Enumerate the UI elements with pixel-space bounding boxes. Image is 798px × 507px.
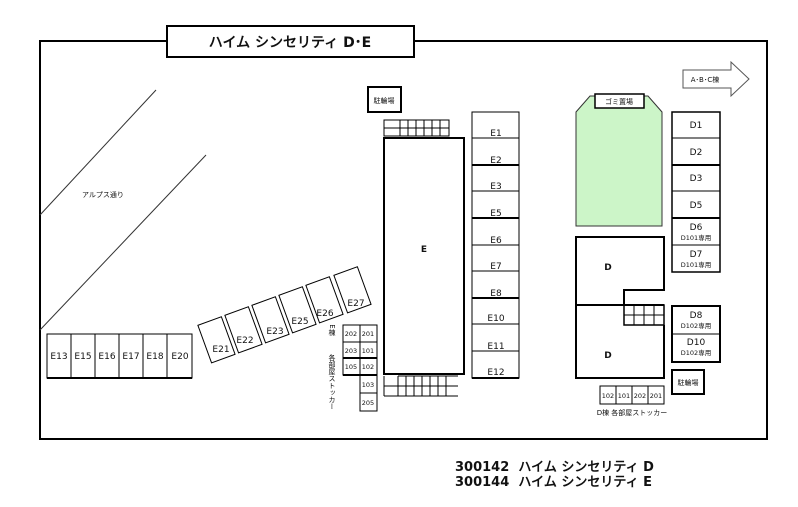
bicycle-parking-d: 駐輪場 [671,369,705,395]
parking-space: E5 [490,209,501,219]
parking-note: D102専用 [681,321,711,330]
stockers-d-labels: 102 101 202 201 [602,392,662,400]
page-title: ハイム シンセリティ D･E [209,35,372,51]
garbage-area: ゴミ置場 [575,93,663,227]
right-arrow-icon [682,60,750,98]
svg-text:駐輪場: 駐輪場 [374,96,395,105]
parking-space: E25 [291,317,308,327]
title-box: ハイム シンセリティ D･E [166,25,415,58]
parking-space: E10 [487,314,504,324]
parking-space: E22 [236,336,253,346]
parking-space: E12 [487,368,504,378]
parking-space: E21 [212,345,229,355]
stockers-d [599,385,665,405]
parking-space: E18 [146,352,163,362]
parking-row-e-labels: E13 E15 E16 E17 E18 E20 [50,352,188,362]
svg-text:203: 203 [345,347,357,355]
bicycle-parking-e: 駐輪場 [367,86,402,113]
svg-text:201: 201 [650,392,662,400]
parking-space: E16 [98,352,115,362]
stockers-e [342,324,378,412]
parking-space: D1 [690,121,703,131]
parking-space: E7 [490,262,501,272]
parking-space: E8 [490,289,502,299]
parking-space: E27 [347,299,364,309]
garbage-label: ゴミ置場 [605,97,633,106]
stockers-e-labels: 202 201 203 101 105 102 103 205 [345,330,374,407]
svg-text:101: 101 [618,392,630,400]
parking-angled-e [197,266,372,364]
building-d [575,236,665,379]
stockers-d-caption: D棟 各部屋ストッカー [597,408,668,417]
svg-text:202: 202 [345,330,357,338]
parking-column-d-labels: D1 D2 D3 D5 D6 D101専用 D7 D101専用 [681,121,711,269]
svg-text:駐輪場: 駐輪場 [678,378,699,387]
svg-text:103: 103 [362,381,374,389]
parking-column-d [671,111,721,273]
parking-space: D6 [690,223,703,233]
parking-space: E1 [490,129,501,139]
svg-text:102: 102 [362,363,374,371]
parking-note: D101専用 [681,233,711,242]
parking-row-e [46,333,193,379]
parking-space: E2 [490,156,501,166]
road-alps: アルプス通り [39,89,207,331]
property-list: 300142 ハイム シンセリティ D 300144 ハイム シンセリティ E [455,460,654,490]
parking-space: D10 [687,338,706,348]
building-e: E [383,137,465,375]
parking-space: E20 [171,352,188,362]
parking-space: E6 [490,236,502,246]
parking-space: D3 [690,174,703,184]
svg-text:E: E [421,245,427,255]
stairs-bottom [383,375,458,397]
parking-space: E17 [122,352,139,362]
property-line: 300142 ハイム シンセリティ D [455,460,654,475]
parking-space: E13 [50,352,67,362]
stockers-e-caption: 各部屋ストッカー [328,353,336,410]
arrow-label: A･B･C棟 [691,75,719,84]
stockers-e-building-label: E棟 [328,324,336,337]
parking-angled-e-labels: E21 E22 E23 E25 E26 E27 [212,299,364,355]
property-line: 300144 ハイム シンセリティ E [455,475,652,490]
parking-note: D102専用 [681,348,711,357]
parking-space: E15 [74,352,91,362]
building-d-lower-label: D [604,351,611,361]
parking-space: E11 [487,342,504,352]
svg-text:105: 105 [345,363,357,371]
road-label: アルプス通り [82,190,124,199]
parking-note: D101専用 [681,260,711,269]
svg-text:202: 202 [634,392,646,400]
parking-column-e-labels: E1 E2 E3 E5 E6 E7 E8 E10 E11 E12 [487,129,504,378]
parking-space: D8 [690,311,703,321]
parking-space: E3 [490,182,501,192]
parking-lower-d-labels: D8 D102専用 D10 D102専用 [681,311,711,357]
stairs-top [383,119,450,137]
parking-space: D7 [690,250,703,260]
svg-text:101: 101 [362,347,374,355]
svg-text:205: 205 [362,399,374,407]
parking-space: D5 [690,201,703,211]
parking-column-e [471,111,520,379]
direction-arrow[interactable]: A･B･C棟 [682,60,750,98]
parking-space: E23 [266,327,283,337]
parking-lower-d [671,305,721,363]
building-d-upper-label: D [604,263,611,273]
parking-space: E26 [316,309,333,319]
parking-space: D2 [690,148,703,158]
svg-text:102: 102 [602,392,614,400]
svg-text:201: 201 [362,330,374,338]
